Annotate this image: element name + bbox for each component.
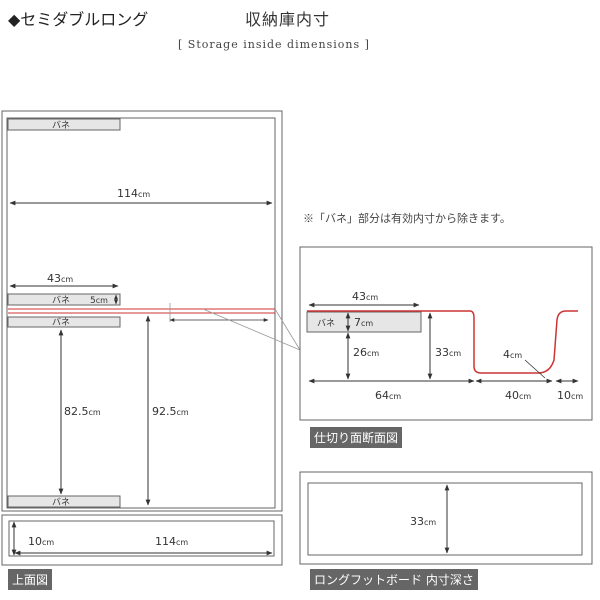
heading: 収納庫内寸 [245,10,331,29]
section-end-width: 10cm [557,389,583,402]
spring-bottom-label: バネ [52,497,70,508]
top-width-label: 114cm [155,535,188,548]
section-corner-radius: 4cm [503,348,522,361]
height-lower-label: 82.5cm [64,405,101,418]
subheading: [ Storage inside dimensions ] [178,38,370,51]
width-label: 114cm [117,187,150,200]
section-spring-label: バネ [317,318,335,329]
section-top-width: 43cm [352,290,378,303]
spring-partition [7,293,121,306]
section-frame [299,246,593,421]
spring-partition-label: バネ [52,295,70,306]
section-profile [307,310,578,374]
spring-depth-label: 5cm [90,296,108,306]
footboard-inner [307,482,583,556]
section-spring-height: 7cm [354,316,373,329]
outer-frame [1,110,283,512]
top-depth-label: 10cm [28,535,54,548]
footboard-caption: ロングフットボード 内寸深さ [310,569,478,590]
section-total-height: 33cm [435,346,461,359]
section-spring [306,311,422,333]
spring-top-label: バネ [52,120,70,131]
spring-note: ※「バネ」部分は有効内寸から除きます。 [303,212,511,225]
section-base-length: 64cm [375,389,401,402]
section-partition-height: 26cm [353,346,379,359]
section-inner-width: 40cm [505,389,531,402]
section-caption: 仕切り面断面図 [310,427,403,448]
height-full-label: 92.5cm [152,405,189,418]
top-view-outer [1,514,283,566]
spring-below-partition [7,316,121,328]
spring-top [7,118,121,131]
page-title: ◆セミダブルロング [8,10,149,29]
top-view-inner [8,520,275,557]
footboard-depth: 33cm [410,515,436,528]
spring-bottom [7,495,121,508]
partition-width-label: 43cm [47,272,73,285]
footboard-frame [299,471,593,565]
top-view-caption: 上面図 [8,569,53,590]
spring-below-label: バネ [52,317,70,328]
